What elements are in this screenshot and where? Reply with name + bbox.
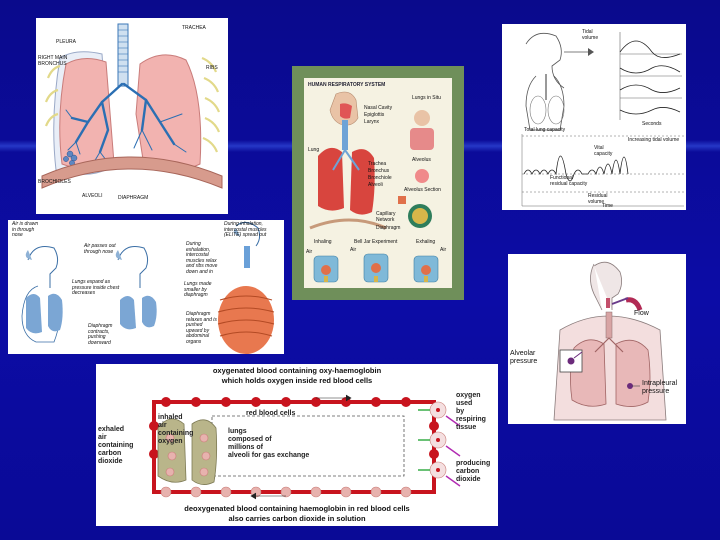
- vol-label-functional: Functional residual capacity: [550, 175, 588, 187]
- vol-label-residual: Residual volume: [588, 193, 608, 205]
- flow-label-flow: Flow: [634, 310, 649, 317]
- circ-lungs-desc: lungs composed of millions of alveoli fo…: [228, 428, 309, 460]
- circ-lungs-line: composed of: [228, 436, 272, 443]
- breath-label-lungs-expand: Lungs expand as pressure inside chest de…: [72, 279, 120, 296]
- lung-volumes-panel: Tidal volume Total lung capacity Vital c…: [502, 24, 686, 210]
- circ-oxygen-line: respiring: [456, 416, 486, 423]
- breath-label-lungs-smaller: Lungs made smaller by diaphragm: [184, 281, 212, 298]
- circ-inhaled-line: containing: [158, 430, 194, 437]
- poster-label-air-1: Air: [306, 249, 313, 255]
- breath-label-during-inhalation: During inhalation, intercostal muscles (…: [224, 221, 267, 238]
- circ-inhaled-air: inhaled air containing oxygen: [158, 414, 193, 446]
- circ-inhaled-line: oxygen: [158, 438, 183, 445]
- circ-inhaled-line: air: [158, 422, 167, 429]
- circ-red-blood-cells: red blood cells: [246, 410, 296, 417]
- lung-volumes-illustration: [521, 32, 684, 207]
- circ-inhaled-line: inhaled: [158, 414, 183, 421]
- circ-producing: producing carbon dioxide: [456, 460, 490, 484]
- poster-label-lung: Lung: [308, 147, 320, 153]
- breath-label-diaphragm-relaxes: Diaphragm relaxes and is pushed upward b…: [186, 311, 217, 345]
- poster-label-nasal-cavity: Nasal Cavity: [364, 105, 393, 111]
- flow-label-intrapleural: Intrapleural pressure: [642, 380, 678, 395]
- poster-label-bronchus: Bronchus: [368, 168, 390, 174]
- poster-label-alveoli: Alveoli: [368, 182, 383, 188]
- poster-label-bell-jar: Bell Jar Experiment: [354, 239, 398, 245]
- circ-exhaled-line: air: [98, 434, 107, 441]
- lungs-illustration: [41, 23, 223, 189]
- circ-top-caption-2: which holds oxygen inside red blood cell…: [221, 376, 373, 385]
- poster-label-lungs-in-situ: Lungs in Situ: [412, 95, 441, 101]
- label-pleura: PLEURA: [56, 39, 77, 45]
- poster-inner: HUMAN RESPIRATORY SYSTEM: [304, 78, 452, 288]
- breath-label-diaphragm-contracts: Diaphragm contracts, pushing downward: [88, 323, 113, 346]
- poster-label-alveolus-section: Alveolus Section: [404, 187, 441, 193]
- circ-oxygen-used: oxygen used by respiring tissue: [456, 392, 486, 432]
- circ-exhaled-air: exhaled air containing carbon dioxide: [98, 426, 133, 466]
- breathing-illustration: [21, 222, 275, 354]
- circ-exhaled-line: containing: [98, 442, 134, 449]
- vol-label-time: Time: [602, 203, 613, 209]
- breath-label-during-exhalation: During exhalation, intercostal muscles r…: [186, 241, 218, 275]
- poster-illustration: [309, 91, 439, 283]
- poster-label-inhaling: Inhaling: [314, 239, 332, 245]
- vol-label-seconds: Seconds: [642, 121, 662, 127]
- circ-oxygen-line: tissue: [456, 424, 477, 431]
- label-ribs: RIBS: [206, 65, 218, 71]
- flow-pressure-illustration: [553, 261, 667, 421]
- circ-producing-line: carbon: [456, 468, 480, 475]
- circ-exhaled-line: carbon: [98, 450, 122, 457]
- circ-lungs-line: lungs: [228, 428, 247, 435]
- vol-label-increasing: Increasing tidal volume: [628, 137, 680, 143]
- circ-producing-line: producing: [456, 460, 491, 467]
- poster-label-bronchiole: Bronchiole: [368, 175, 392, 181]
- circ-oxygen-line: by: [456, 408, 465, 415]
- circulation-diagram: [149, 394, 461, 500]
- circ-exhaled-line: exhaled: [98, 426, 125, 433]
- lungs-anatomy-panel: PLEURA TRACHEA RIGHT MAIN BRONCHUS RIBS …: [36, 18, 228, 214]
- circ-oxygen-line: oxygen: [456, 392, 481, 399]
- poster-label-trachea: Trachea: [368, 161, 387, 167]
- poster-label-diaphragm: Diaphragm: [376, 225, 401, 231]
- label-alveoli: ALVEOLI: [82, 193, 103, 199]
- vol-label-tidal: Tidal volume: [582, 29, 599, 41]
- respiratory-poster-panel: HUMAN RESPIRATORY SYSTEM: [292, 66, 464, 300]
- breath-label-air-drawn: Air is drawn in through nose: [12, 221, 39, 238]
- poster-label-larynx: Larynx: [364, 119, 380, 125]
- poster-label-alveolus: Alveolus: [412, 157, 431, 163]
- circ-producing-line: dioxide: [456, 476, 481, 483]
- breath-label-air-passes: Air passes out through nose: [84, 243, 116, 255]
- circ-bottom-caption-2: also carries carbon dioxide in solution: [228, 514, 366, 523]
- label-brochioles: BROCHIOLES: [38, 179, 71, 185]
- circ-lungs-line: millions of: [228, 444, 263, 451]
- label-trachea: TRACHEA: [182, 25, 206, 31]
- circ-oxygen-line: used: [456, 400, 473, 407]
- poster-label-epiglottis: Epiglottis: [364, 112, 385, 118]
- circ-top-caption-1: oxygenated blood containing oxy-haemoglo…: [212, 366, 382, 375]
- breathing-mechanics-panel: Air is drawn in through nose Air passes …: [8, 220, 284, 354]
- poster-label-air-2: Air: [350, 247, 357, 253]
- vol-label-vital: Vital capacity: [594, 145, 613, 157]
- vol-label-total-lung: Total lung capacity: [524, 127, 566, 133]
- label-right-main-bronchus: RIGHT MAIN BRONCHUS: [38, 55, 68, 67]
- circ-exhaled-line: dioxide: [98, 458, 123, 465]
- poster-label-capillary-network: Capillary Network: [376, 211, 396, 223]
- circ-bottom-caption-1: deoxygenated blood containing haemoglobi…: [184, 504, 410, 513]
- poster-label-exhaling: Exhaling: [416, 239, 436, 245]
- flow-label-alveolar: Alveolar pressure: [510, 350, 538, 365]
- circulation-panel: oxygenated blood containing oxy-haemoglo…: [96, 364, 498, 526]
- poster-label-air-3: Air: [440, 247, 447, 253]
- poster-title: HUMAN RESPIRATORY SYSTEM: [308, 82, 386, 88]
- flow-pressure-panel: Flow Alveolar pressure Intrapleural pres…: [508, 254, 686, 424]
- label-diaphragm: DIAPHRAGM: [118, 195, 149, 201]
- circ-lungs-line: alveoli for gas exchange: [228, 452, 310, 459]
